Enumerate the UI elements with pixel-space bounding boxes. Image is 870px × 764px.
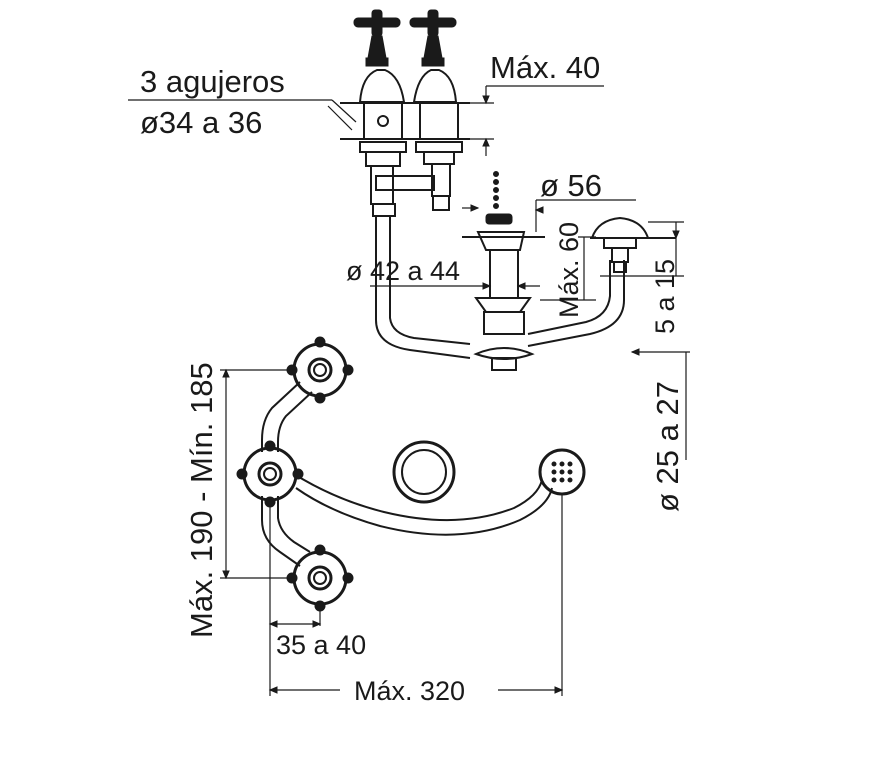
holes-count-label: 3 agujeros (140, 64, 285, 99)
popup-hole-label: ø 25 a 27 (650, 381, 685, 512)
max-width-label: Máx. 320 (354, 676, 465, 706)
top-view-upper-handle (286, 336, 354, 404)
drain-diameter-label: ø 56 (540, 168, 602, 203)
side-view-drain (462, 171, 625, 371)
top-view-spray-rose (538, 448, 586, 496)
top-view-spout-handle (236, 440, 304, 508)
dimension-lines (128, 85, 690, 696)
side-view-popup (590, 216, 676, 273)
right-cross-handle (409, 9, 457, 67)
max-drain-height-label: Máx. 60 (554, 222, 584, 318)
max-thickness-label: Máx. 40 (490, 50, 600, 85)
handle-spacing-label: Máx. 190 - Mín. 185 (184, 362, 219, 638)
top-view (236, 336, 586, 612)
left-cross-handle (353, 9, 401, 67)
side-view-valves (340, 9, 471, 359)
drain-hole-label: ø 42 a 44 (346, 256, 460, 286)
holes-diameter-label: ø34 a 36 (140, 105, 262, 140)
top-view-drain (392, 440, 456, 504)
popup-range-label: 5 a 15 (650, 259, 680, 334)
offset-label: 35 a 40 (276, 630, 366, 660)
top-view-lower-handle (286, 544, 354, 612)
